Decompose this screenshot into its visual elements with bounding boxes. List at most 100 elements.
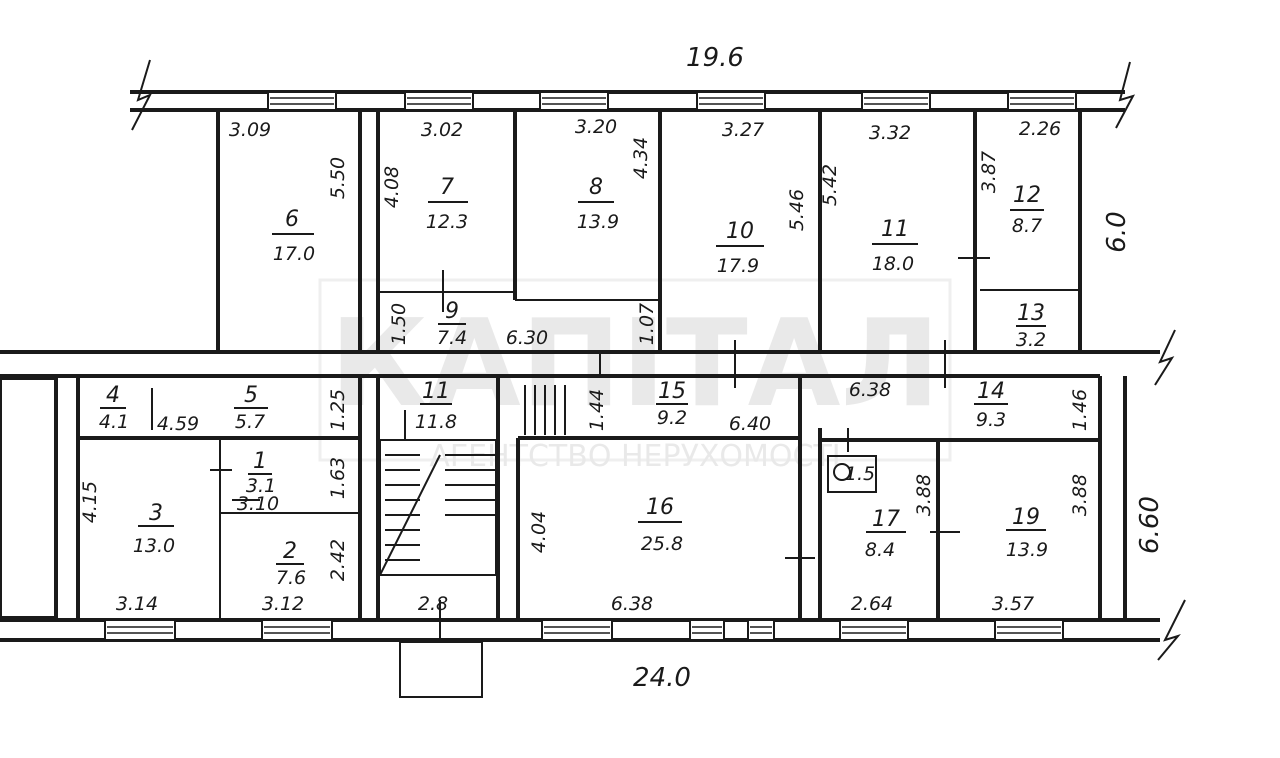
- room-number: 13: [1017, 301, 1045, 326]
- room-number: 16: [646, 495, 674, 520]
- room-area: 9.2: [657, 407, 687, 429]
- dim-bottom: 24.0: [633, 663, 691, 693]
- room-area: 12.3: [426, 211, 468, 233]
- room-number: 17: [872, 507, 900, 532]
- room-11-stair: 11 11.8: [415, 379, 457, 433]
- dim-label: 4.59: [157, 413, 199, 435]
- dim-label: 3.12: [262, 593, 304, 615]
- dim-label: 4.04: [528, 511, 550, 553]
- dim-label: 3.20: [575, 116, 617, 138]
- room-area: 7.4: [437, 327, 467, 349]
- room-area: 3.1: [246, 475, 276, 497]
- dim-label: 4.15: [79, 481, 101, 523]
- room-11-upper: 11 18.0: [872, 217, 918, 275]
- room-number: 8: [589, 175, 603, 200]
- dim-label: 1.50: [388, 303, 410, 345]
- room-12: 12 8.7: [1010, 183, 1044, 237]
- lower-windows: [104, 619, 1064, 641]
- sink: [827, 455, 877, 493]
- room-area: 13.9: [1006, 539, 1048, 561]
- dim-label: 4.34: [630, 137, 652, 179]
- dim-label: 3.14: [116, 593, 158, 615]
- room-number: 4: [106, 383, 120, 408]
- room-1: 1 3.1: [246, 449, 276, 497]
- dim-label: 1.5: [845, 463, 875, 485]
- door-marks: [151, 257, 990, 559]
- dim-label: 3.88: [1069, 474, 1091, 516]
- room-area: 8.4: [865, 539, 895, 561]
- dim-label: 3.88: [913, 474, 935, 516]
- lower-walls: [0, 374, 1186, 698]
- dim-label: 3.09: [229, 119, 271, 141]
- room-number: 19: [1012, 505, 1040, 530]
- room-area: 13.9: [577, 211, 619, 233]
- dim-label: 3.02: [421, 119, 463, 141]
- dim-label: 1.46: [1069, 389, 1091, 431]
- room-number: 9: [445, 299, 459, 324]
- dim-label: 2.26: [1019, 118, 1061, 140]
- dim-label: 6.40: [729, 413, 771, 435]
- room-area: 8.7: [1012, 215, 1042, 237]
- room-number: 1: [253, 449, 267, 474]
- room-area: 18.0: [872, 253, 914, 275]
- room-area: 17.0: [273, 243, 315, 265]
- room-area: 7.6: [276, 567, 306, 589]
- dim-label: 1.44: [586, 389, 608, 431]
- room-area: 5.7: [235, 411, 265, 433]
- dim-label: 3.57: [992, 593, 1034, 615]
- room-3: 3 13.0: [133, 501, 175, 557]
- dim-label: 5.46: [786, 189, 808, 231]
- room-19: 19 13.9: [1006, 505, 1048, 561]
- room-15: 15 9.2: [656, 379, 688, 429]
- room-9: 9 7.4: [437, 299, 467, 349]
- room-area: 25.8: [641, 533, 683, 555]
- dim-right-lower: 6.60: [1135, 496, 1165, 554]
- room-number: 15: [658, 379, 686, 404]
- room-8: 8 13.9: [577, 175, 619, 233]
- room-area: 3.2: [1016, 329, 1046, 351]
- dim-label: 6.30: [506, 327, 548, 349]
- room-14: 14 9.3: [974, 379, 1008, 431]
- room-number: 10: [726, 219, 754, 244]
- room-10: 10 17.9: [716, 219, 764, 277]
- room-13: 13 3.2: [1016, 301, 1046, 351]
- dim-right-upper: 6.0: [1102, 211, 1132, 252]
- dim-label: 3.10: [237, 493, 279, 515]
- dim-label: 3.27: [722, 119, 764, 141]
- room-area: 9.3: [976, 409, 1006, 431]
- dim-label: 1.25: [327, 389, 349, 431]
- dim-label: 2.42: [327, 539, 349, 581]
- dim-label: 1.07: [636, 303, 658, 345]
- room-17: 17 8.4: [865, 507, 906, 561]
- room-number: 7: [440, 175, 454, 200]
- dim-label: 5.50: [327, 157, 349, 199]
- room-number: 2: [283, 539, 297, 564]
- room-area: 17.9: [717, 255, 759, 277]
- room-16: 16 25.8: [638, 495, 683, 555]
- upper-windows: [267, 91, 1077, 111]
- dim-label: 2.8: [418, 593, 448, 615]
- room-6: 6 17.0: [272, 207, 315, 265]
- dim-label: 6.38: [611, 593, 653, 615]
- room-5: 5 5.7: [234, 383, 268, 433]
- room-number: 11: [881, 217, 909, 242]
- room-dimensions-vertical: 5.50 4.08 4.34 5.46 5.42 3.87 1.50 1.07 …: [79, 137, 1091, 581]
- watermark-frame: [318, 278, 952, 462]
- room-area: 4.1: [99, 411, 129, 433]
- dim-top: 19.6: [686, 43, 744, 73]
- dim-label: 3.32: [869, 122, 911, 144]
- room-dimensions: 3.09 3.02 3.20 3.27 3.32 2.26 6.30 4.59 …: [116, 116, 1061, 615]
- room-number: 5: [244, 383, 258, 408]
- room-number: 3: [149, 501, 163, 526]
- dim-label: 6.38: [849, 379, 891, 401]
- room-number: 6: [285, 207, 299, 232]
- staircase: [379, 385, 566, 576]
- dim-label: 4.08: [381, 166, 403, 208]
- dim-label: 3.87: [978, 151, 1000, 193]
- dim-label: 2.64: [851, 593, 893, 615]
- room-number: 12: [1013, 183, 1041, 208]
- room-4: 4 4.1: [99, 383, 129, 433]
- room-2: 2 7.6: [276, 539, 306, 589]
- dim-label: 1.63: [327, 457, 349, 499]
